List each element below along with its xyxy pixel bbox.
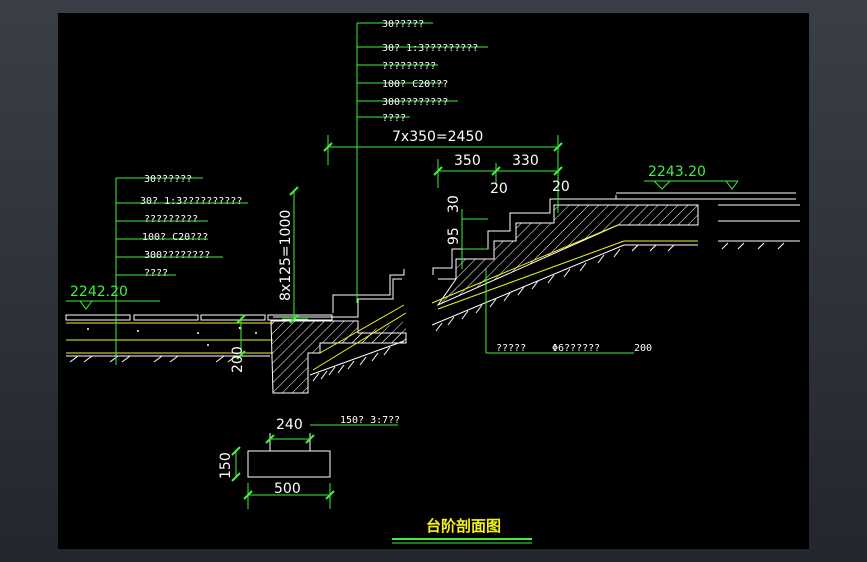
dim-footing-top: 240	[276, 417, 303, 433]
top-note-4: 100? C20???	[382, 79, 448, 90]
top-note-6: ????	[382, 113, 406, 124]
left-note-3: ?????????	[144, 214, 198, 225]
left-step-outline	[273, 269, 405, 318]
left-note-1: 30??????	[144, 174, 192, 185]
left-ground-lines	[66, 322, 273, 354]
right-far-layers	[718, 204, 800, 250]
section-drawing: 30????? 30? 1:3????????? ????????? 100? …	[65, 19, 800, 544]
dim-footing-width: 500	[274, 481, 301, 497]
left-note-4: 100? C20???	[142, 232, 208, 243]
dim-tread2: 330	[512, 153, 539, 169]
right-earth-hatch	[431, 244, 698, 332]
dim-gap2: 20	[552, 179, 570, 195]
left-earth-hatch	[66, 355, 270, 363]
right-slope-lines	[431, 224, 698, 310]
cad-drawing-area[interactable]: 30????? 30? 1:3????????? ????????? 100? …	[58, 13, 809, 549]
left-note-5: 300????????	[144, 250, 210, 261]
dimension-lines	[66, 22, 738, 544]
elevation-left: 2242.20	[70, 284, 128, 300]
dim-base-200: 200	[230, 346, 246, 373]
top-note-1: 30?????	[382, 19, 424, 30]
dim-riser-small: 30	[446, 195, 462, 213]
elevation-markers	[79, 180, 739, 310]
dim-tread: 350	[454, 153, 481, 169]
note-bottom-2: Φ6??????	[552, 343, 600, 354]
dim-riser-95: 95	[446, 227, 462, 245]
elevation-right: 2243.20	[648, 164, 706, 180]
left-step-foundation	[270, 320, 407, 394]
note-bottom-3: 200	[634, 343, 652, 354]
footing-detail	[247, 433, 331, 478]
top-note-3: ?????????	[382, 61, 436, 72]
left-fill-dots	[87, 326, 257, 346]
dim-overall: 7x350=2450	[392, 129, 483, 145]
dimension-ticks	[231, 142, 563, 500]
left-slope-lines	[312, 304, 407, 371]
top-note-5: 300????????	[382, 97, 448, 108]
note-bottom-1: ?????	[496, 343, 526, 354]
top-note-2: 30? 1:3?????????	[382, 43, 478, 54]
dim-riser-total: 8x125=1000	[278, 210, 294, 301]
left-pavement	[65, 314, 333, 321]
left-step-earth	[309, 340, 405, 382]
left-note-6: ????	[144, 268, 168, 279]
dim-footing-height: 150	[218, 452, 234, 479]
right-steps-fill	[436, 204, 699, 307]
dim-gap1: 20	[490, 181, 508, 197]
left-note-2: 30? 1:3??????????	[140, 196, 242, 207]
note-footing: 150? 3:7??	[340, 415, 400, 426]
drawing-title: 台阶剖面图	[426, 517, 501, 535]
